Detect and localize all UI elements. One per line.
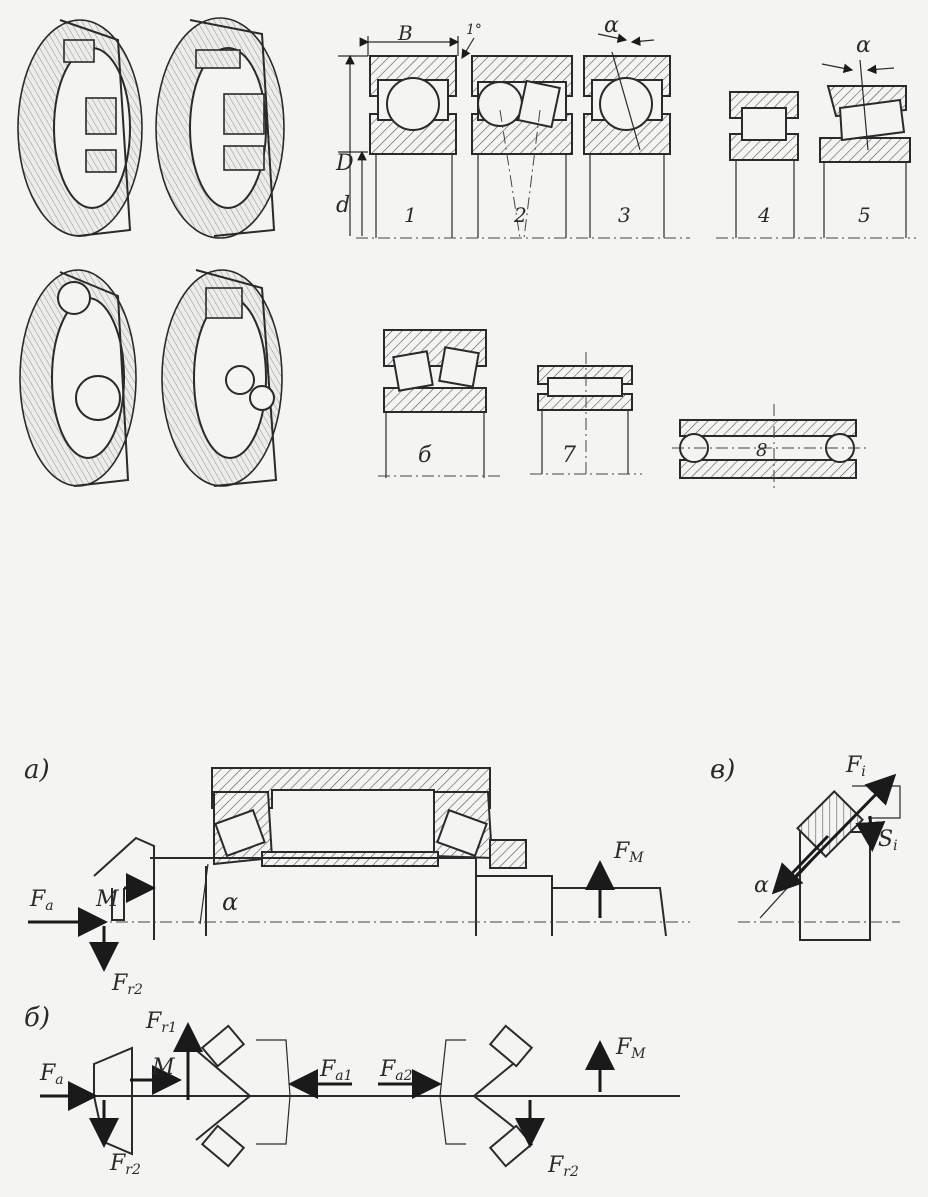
label-2: 2 xyxy=(513,203,527,227)
label-alpha-3: α xyxy=(604,13,619,38)
label-B: B xyxy=(397,21,413,45)
fig-a-Fa-label: Fa xyxy=(29,887,54,914)
section-6-double-row-roller xyxy=(378,329,500,478)
fig-v-reaction-arrow xyxy=(771,834,830,895)
fig-a-FM-label: FM xyxy=(613,839,644,866)
fig-b-M-label: M xyxy=(151,1055,175,1080)
fig-v-Si-label: Si xyxy=(878,827,898,854)
fig-a-alpha-label: α xyxy=(222,888,238,916)
fig-a-label: а) xyxy=(24,755,50,785)
section-5-tapered-roller xyxy=(819,59,911,238)
fig-b-label: б) xyxy=(24,1003,50,1033)
fig-v-Si-arrow xyxy=(855,815,886,852)
label-D: D xyxy=(335,151,354,176)
fig-a-M-label: M xyxy=(95,887,119,912)
fig-b-FM-label: FM xyxy=(615,1035,646,1062)
label-7: 7 xyxy=(562,443,576,468)
perspective-sketch-4 xyxy=(161,269,283,487)
fig-b-Fr2-left-label: Fr2 xyxy=(109,1151,141,1178)
section-2-self-aligning xyxy=(471,55,573,239)
fig-b-Fr2-right-label: Fr2 xyxy=(547,1153,579,1180)
perspective-sketch-3 xyxy=(19,269,137,487)
fig-b-Fa-label: Fa xyxy=(39,1061,64,1088)
label-5: 5 xyxy=(858,203,871,227)
label-d: d xyxy=(336,193,350,218)
label-8: 8 xyxy=(756,440,767,461)
label-6: б xyxy=(418,443,432,468)
label-4: 4 xyxy=(757,203,771,227)
perspective-sketch-1 xyxy=(17,19,143,237)
label-alpha-5: α xyxy=(856,33,871,58)
label-3: 3 xyxy=(618,203,631,227)
section-4-cylindrical-roller xyxy=(729,91,799,238)
fig-v-detail xyxy=(738,785,901,941)
fig-b-Fr1-label: Fr1 xyxy=(145,1009,177,1036)
fig-b-Fa1-label: Fa1 xyxy=(319,1057,353,1084)
perspective-sketch-2 xyxy=(155,17,285,239)
section-7-needle-roller xyxy=(530,352,642,476)
label-1deg: 1° xyxy=(466,22,482,38)
section-1-deep-groove-ball xyxy=(369,55,457,238)
fig-v-Fi-label: Fi xyxy=(845,753,866,780)
section-3-angular-contact xyxy=(583,33,671,238)
dimension-lines xyxy=(338,36,475,236)
fig-v-label: в) xyxy=(710,755,735,785)
fig-a-assembly xyxy=(28,767,690,940)
section-8-thrust-ball xyxy=(672,404,866,492)
fig-b-scheme xyxy=(40,1024,680,1168)
fig-v-Fi-arrow xyxy=(788,773,897,884)
fig-v-alpha-label: α xyxy=(754,873,769,898)
fig-a-Fr2-label: Fr2 xyxy=(111,971,143,998)
label-1: 1 xyxy=(404,203,417,227)
fig-b-Fa2-label: Fa2 xyxy=(379,1057,413,1084)
